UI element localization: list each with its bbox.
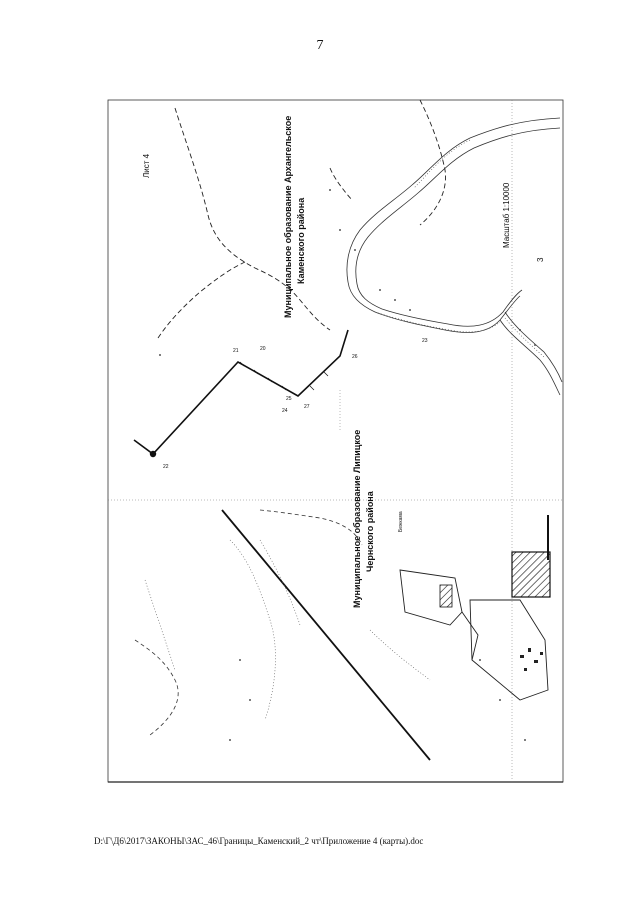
village-outline [399,569,549,701]
village-houses [520,648,543,671]
region-north-district: Каменского района [296,197,306,284]
river-hatching [374,139,545,358]
boundary-start-point [149,450,157,458]
point-label: 27 [304,404,310,410]
hatched-block-small [439,584,453,608]
point-label: 20 [260,346,266,352]
footer-file-path: D:\Г\Д6\2017\ЗАКОНЫ\ЗАС_46\Границы_Камен… [94,836,424,846]
terrain-marks [159,189,536,741]
village-label: Бежкама [398,511,404,532]
point-label: 24 [282,408,288,414]
map-border [107,99,564,783]
point-label: 25 [286,396,292,402]
hatched-block [511,551,551,598]
point-label: 3 [536,257,545,262]
region-north-name: Муниципальное образование Архангельское [283,115,293,318]
boundary-dashed [157,99,446,339]
point-label: 26 [352,354,358,360]
scale-label: Масштаб 1:10000 [502,182,511,248]
river [346,117,563,396]
boundary-solid-ticks [239,361,329,391]
point-label: 22 [163,464,169,470]
region-south-name: Муниципальное образование Липицкое [352,429,362,608]
point-label: 23 [422,338,428,344]
sheet-label: Лист 4 [142,153,151,178]
boundary-solid [133,329,349,456]
region-south-district: Чернского района [365,491,375,572]
lower-contours [144,539,431,721]
page-number: 7 [316,38,324,53]
lower-boundaries [134,509,363,736]
point-label: 21 [233,348,239,354]
grid-lines [108,100,563,782]
road-diagonal [221,509,431,761]
